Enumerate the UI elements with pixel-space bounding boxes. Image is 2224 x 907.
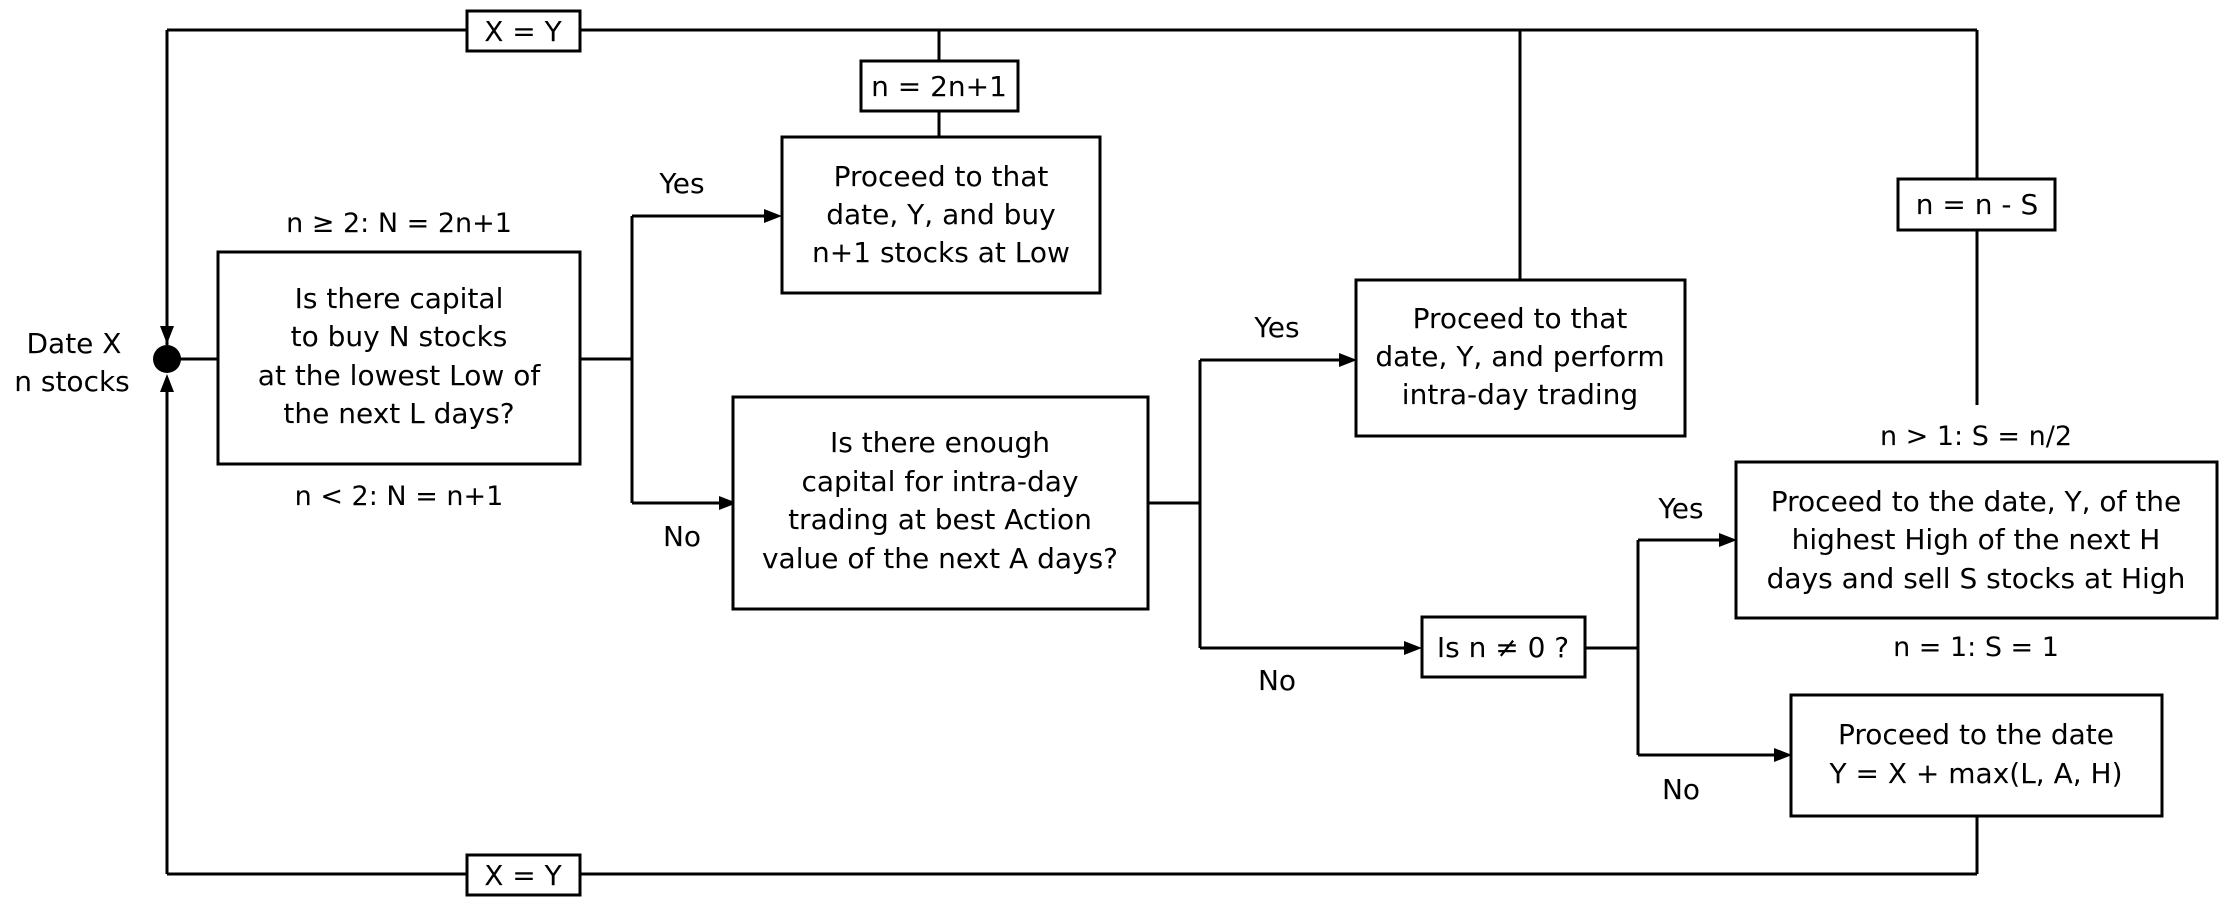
skip-date-line2: Y = X + max(L, A, H) [1828,757,2122,790]
n-check-box: Is n ≠ 0 ? [1420,615,1587,679]
capital-check-line4: the next L days? [283,397,514,430]
n-lt-2-condition: n < 2: N = n+1 [295,481,504,512]
arrowheads [160,209,1792,762]
capital-check-box: Is there capital to buy N stocks at the … [216,250,582,466]
intraday-trade-box: Proceed to that date, Y, and perform int… [1354,278,1687,438]
capital-check-line3: at the lowest Low of [258,359,542,392]
intraday-trade-line2: date, Y, and perform [1375,340,1664,373]
no-label-capital: No [663,520,701,553]
yes-label-n: Yes [1657,492,1703,525]
capital-check-line1: Is there capital [295,282,504,315]
arrowhead-to-n-check [1404,641,1422,655]
yes-label-intraday: Yes [1253,311,1299,344]
n-double-box: n = 2n+1 [859,59,1020,113]
buy-low-box: Proceed to that date, Y, and buy n+1 sto… [780,135,1102,295]
intraday-check-line3: trading at best Action [788,503,1092,536]
start-label: Date X n stocks [14,327,130,398]
yes-label-capital: Yes [658,167,704,200]
buy-low-line3: n+1 stocks at Low [812,236,1070,269]
sell-high-line1: Proceed to the date, Y, of the [1771,485,2181,518]
bottom-x-eq-y-box: X = Y [465,853,582,897]
capital-check-line2: to buy N stocks [291,320,508,353]
arrowhead-to-skip-date [1774,748,1792,762]
intraday-check-line2: capital for intra-day [801,465,1078,498]
n-ge-2-condition: n ≥ 2: N = 2n+1 [286,208,512,239]
n-minus-s-box: n = n - S [1896,177,2057,232]
top-x-eq-y-box: X = Y [465,9,582,53]
buy-low-line1: Proceed to that [834,160,1049,193]
no-label-intraday: No [1258,664,1296,697]
intraday-check-line4: value of the next A days? [762,542,1118,575]
n-check-label: Is n ≠ 0 ? [1437,631,1569,664]
start-label-line1: Date X [26,327,121,360]
n-double-label: n = 2n+1 [871,70,1007,103]
arrowhead-up-start [160,374,174,392]
no-label-n: No [1662,773,1700,806]
sell-high-box: Proceed to the date, Y, of the highest H… [1734,460,2219,620]
skip-date-line1: Proceed to the date [1838,718,2114,751]
intraday-check-box: Is there enough capital for intra-day tr… [731,395,1150,611]
arrowhead-to-intraday-trade [1339,353,1357,367]
arrowhead-to-sell-high [1719,533,1737,547]
sell-high-line3: days and sell S stocks at High [1767,562,2186,595]
arrowhead-to-intraday-check [719,496,737,510]
sell-high-line2: highest High of the next H [1792,523,2161,556]
start-label-line2: n stocks [14,365,130,398]
intraday-check-line1: Is there enough [830,426,1050,459]
skip-date-box: Proceed to the date Y = X + max(L, A, H) [1789,693,2164,818]
n-gt-1-condition: n > 1: S = n/2 [1880,421,2072,452]
arrowhead-to-buy-low [764,209,782,223]
arrowhead-down-start [160,326,174,344]
intraday-trade-line1: Proceed to that [1413,302,1628,335]
n-minus-s-label: n = n - S [1916,188,2038,221]
intraday-trade-line3: intra-day trading [1402,378,1638,411]
top-x-eq-y-label: X = Y [484,15,562,48]
buy-low-line2: date, Y, and buy [826,198,1056,231]
bottom-x-eq-y-label: X = Y [484,859,562,892]
n-eq-1-condition: n = 1: S = 1 [1893,632,2059,663]
start-junction-dot [153,345,181,373]
